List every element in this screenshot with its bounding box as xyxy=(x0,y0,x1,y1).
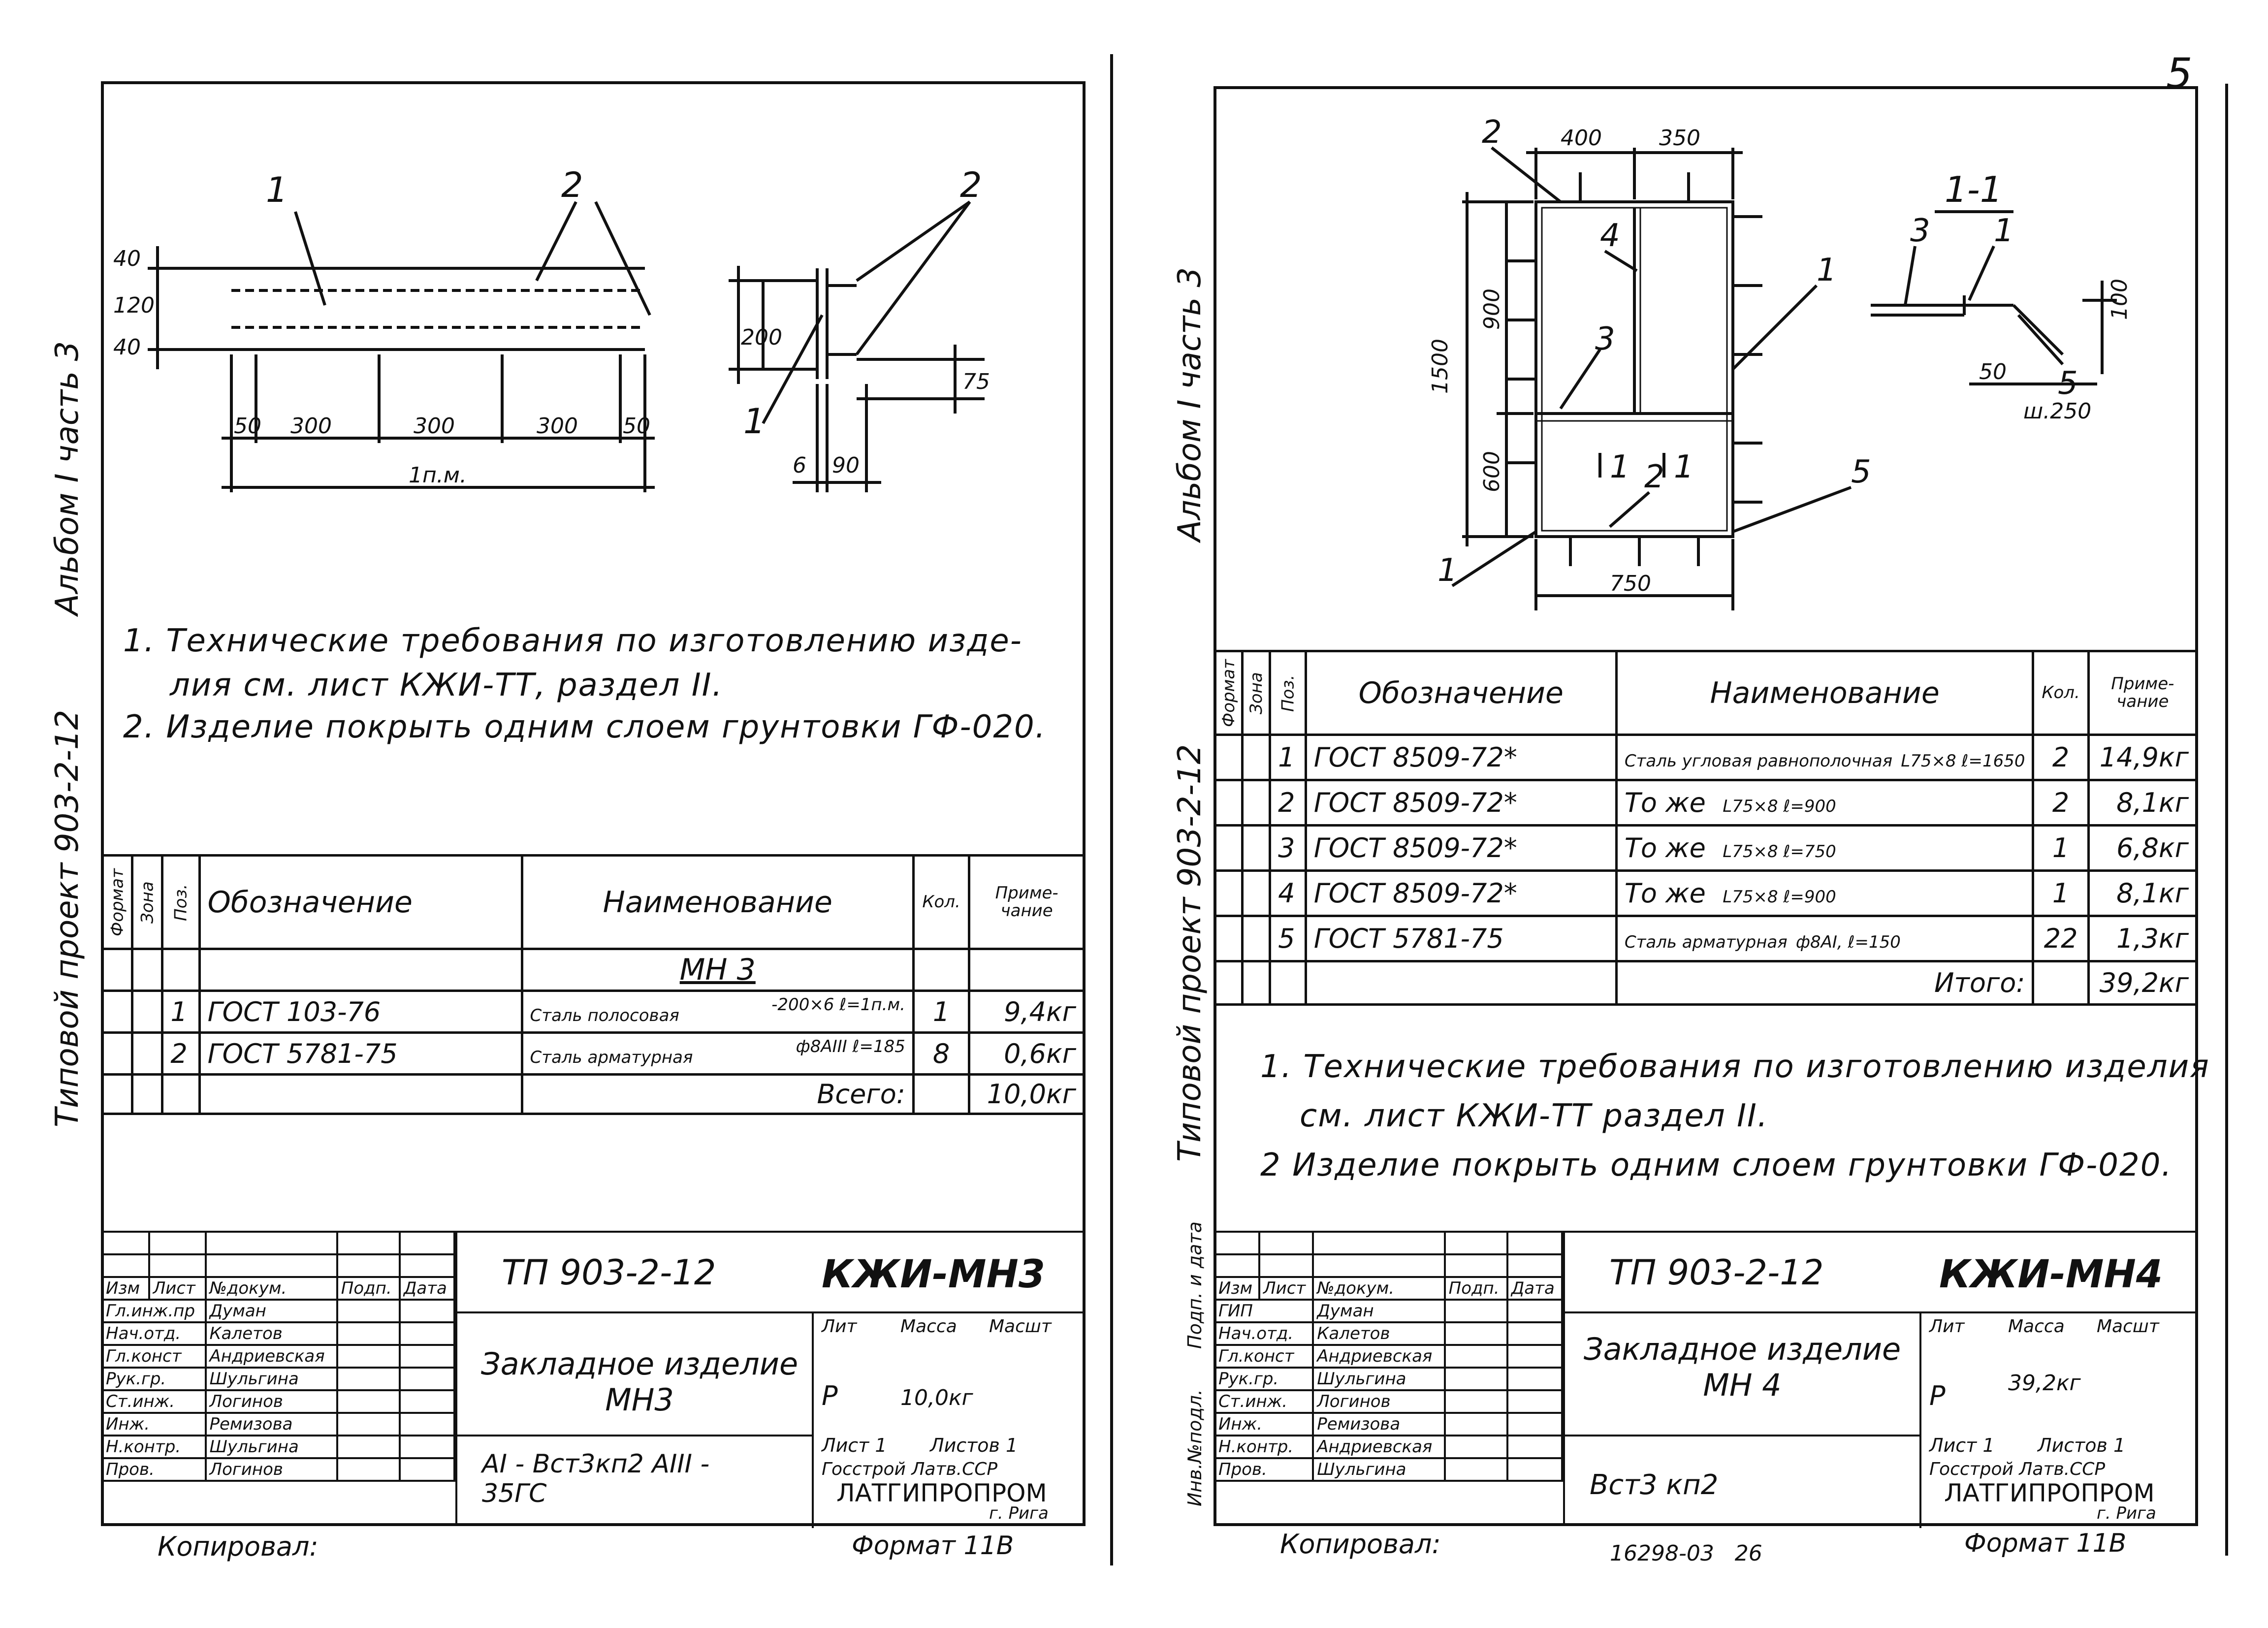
left-dim-bottom-0: 50 xyxy=(234,414,261,439)
svg-text:1-1: 1-1 xyxy=(1945,169,2003,210)
right-side-stamp-sign: Подп. и дата xyxy=(1184,1221,1206,1349)
right-frame-drawing: 2 4 3 1 2 5 1 1 1 1-1 3 1 5 400 350 1500… xyxy=(1428,114,2132,610)
right-tb-code: ТП 903-2-12 xyxy=(1609,1252,1824,1293)
svg-text:3: 3 xyxy=(1595,321,1615,357)
left-tb-title: Закладное изделие МН3 xyxy=(480,1346,799,1418)
left-tb-sheet-code: КЖИ-МН3 xyxy=(822,1252,1046,1297)
left-th-format: Формат xyxy=(102,855,132,949)
left-side-project: Типовой проект 903-2-12 xyxy=(49,709,86,1127)
left-dim-top-2: 40 xyxy=(113,335,141,360)
left-title-main: ТП 903-2-12 КЖИ-МН3 Закладное изделие МН… xyxy=(455,1231,1086,1528)
svg-text:5: 5 xyxy=(2058,365,2078,402)
left-total-label: Всего: xyxy=(520,1073,915,1115)
svg-text:100: 100 xyxy=(2107,279,2132,320)
left-spec-table: Формат Зона Поз. Обозначение Наименовани… xyxy=(100,854,1086,1115)
left-pos1-label: 1 xyxy=(266,170,288,210)
right-copied-label: Копировал: xyxy=(1280,1529,1441,1560)
left-dim-top-1: 120 xyxy=(113,293,155,318)
right-total-value: 39,2кг xyxy=(2087,960,2199,1006)
svg-text:1: 1 xyxy=(1437,552,1458,589)
right-note-2: 2 Изделие покрыть одним слоем грунтовки … xyxy=(1260,1147,2172,1183)
left-th-designation: Обозначение xyxy=(198,854,523,950)
left-note-2: 2. Изделие покрыть одним слоем грунтовки… xyxy=(123,709,1047,745)
svg-text:4: 4 xyxy=(1600,218,1620,254)
left-tb-code: ТП 903-2-12 xyxy=(502,1252,716,1293)
left-length-label: 1п.м. xyxy=(409,463,467,488)
left-dim-bottom-1: 300 xyxy=(290,414,332,439)
right-side-stamp-inv: Инв.№подл. xyxy=(1184,1389,1206,1506)
left-dim-bottom-2: 300 xyxy=(414,414,455,439)
svg-text:1: 1 xyxy=(1817,252,1837,288)
svg-text:750: 750 xyxy=(1610,571,1651,596)
left-dim-top-0: 40 xyxy=(113,246,141,271)
svg-text:1500: 1500 xyxy=(1428,339,1453,394)
right-tb-sheet-code: КЖИ-МН4 xyxy=(1939,1252,2163,1297)
left-section-pos1: 1 xyxy=(743,401,766,442)
left-plate-drawing: 1 2 2 1 40 120 40 50 300 300 300 50 1п.м… xyxy=(113,165,990,492)
svg-text:3: 3 xyxy=(1910,213,1930,249)
right-note-1a: 1. Технические требования по изготовлени… xyxy=(1260,1049,2210,1085)
left-th-qty: Кол. xyxy=(912,854,971,950)
left-section-dim-0: 200 xyxy=(741,325,782,350)
svg-text:600: 600 xyxy=(1479,451,1504,492)
svg-text:1: 1 xyxy=(1674,449,1694,485)
left-th-note: Приме-чание xyxy=(968,854,1086,950)
left-dim-bottom-4: 50 xyxy=(623,414,650,439)
right-archive-number: 16298-03 26 xyxy=(1610,1541,1762,1566)
center-divider xyxy=(1110,54,1113,1565)
svg-text:1: 1 xyxy=(1994,213,2014,249)
left-pos2-label: 2 xyxy=(561,165,583,205)
svg-text:350: 350 xyxy=(1659,126,1700,151)
left-total-value: 10,0кг xyxy=(968,1073,1086,1115)
left-section-dim-3: 90 xyxy=(832,453,860,478)
left-note-1a: 1. Технические требования по изготовлени… xyxy=(123,623,1022,659)
left-section-pos2: 2 xyxy=(960,165,982,205)
right-side-album: Альбом I часть 3 xyxy=(1172,267,1208,542)
left-note-1b: лия см. лист КЖИ-ТТ, раздел II. xyxy=(170,667,723,703)
svg-text:50: 50 xyxy=(1979,359,2007,384)
svg-text:5: 5 xyxy=(1851,454,1871,490)
right-side-project: Типовой проект 903-2-12 xyxy=(1172,744,1208,1162)
left-section-dim-1: 75 xyxy=(962,369,990,394)
svg-text:ш.250: ш.250 xyxy=(2023,399,2091,424)
right-title-main: ТП 903-2-12 КЖИ-МН4 Закладное изделие МН… xyxy=(1563,1231,2198,1528)
left-group-label: МН 3 xyxy=(520,948,915,992)
svg-text:1: 1 xyxy=(1610,449,1630,485)
left-copied-label: Копировал: xyxy=(158,1531,319,1562)
left-format-label: Формат 11В xyxy=(852,1531,1014,1561)
table-row: 1 ГОСТ 103-76 Сталь полосовая -200×6 ℓ=1… xyxy=(100,990,1086,1034)
right-tb-material: Вст3 кп2 xyxy=(1590,1469,1719,1501)
page-number: 5 xyxy=(2166,49,2193,97)
table-row: 2 ГОСТ 5781-75 Сталь арматурная ф8АIII ℓ… xyxy=(100,1031,1086,1076)
right-spec-table: Формат Зона Поз. Обозначение Наименовани… xyxy=(1213,650,2199,1006)
svg-text:900: 900 xyxy=(1479,288,1504,330)
right-total-label: Итого: xyxy=(1615,960,2035,1006)
left-side-album: Альбом I часть 3 xyxy=(49,341,86,615)
svg-text:2: 2 xyxy=(1482,114,1502,151)
svg-text:400: 400 xyxy=(1561,126,1602,151)
left-th-pos: Поз. xyxy=(162,855,200,949)
left-dim-bottom-3: 300 xyxy=(537,414,578,439)
left-th-name: Наименование xyxy=(520,854,915,950)
left-th-zone: Зона xyxy=(132,855,162,949)
right-edge-line xyxy=(2225,84,2228,1556)
right-tb-title: Закладное изделие МН 4 xyxy=(1583,1331,1901,1403)
left-tb-material: АI - Вст3кп2 АIII - 35ГС xyxy=(482,1449,710,1508)
left-section-dim-2: 6 xyxy=(793,453,806,478)
svg-text:2: 2 xyxy=(1644,459,1664,495)
right-format-label: Формат 11В xyxy=(1964,1529,2127,1558)
right-note-1b: см. лист КЖИ-ТТ раздел II. xyxy=(1300,1098,1769,1134)
